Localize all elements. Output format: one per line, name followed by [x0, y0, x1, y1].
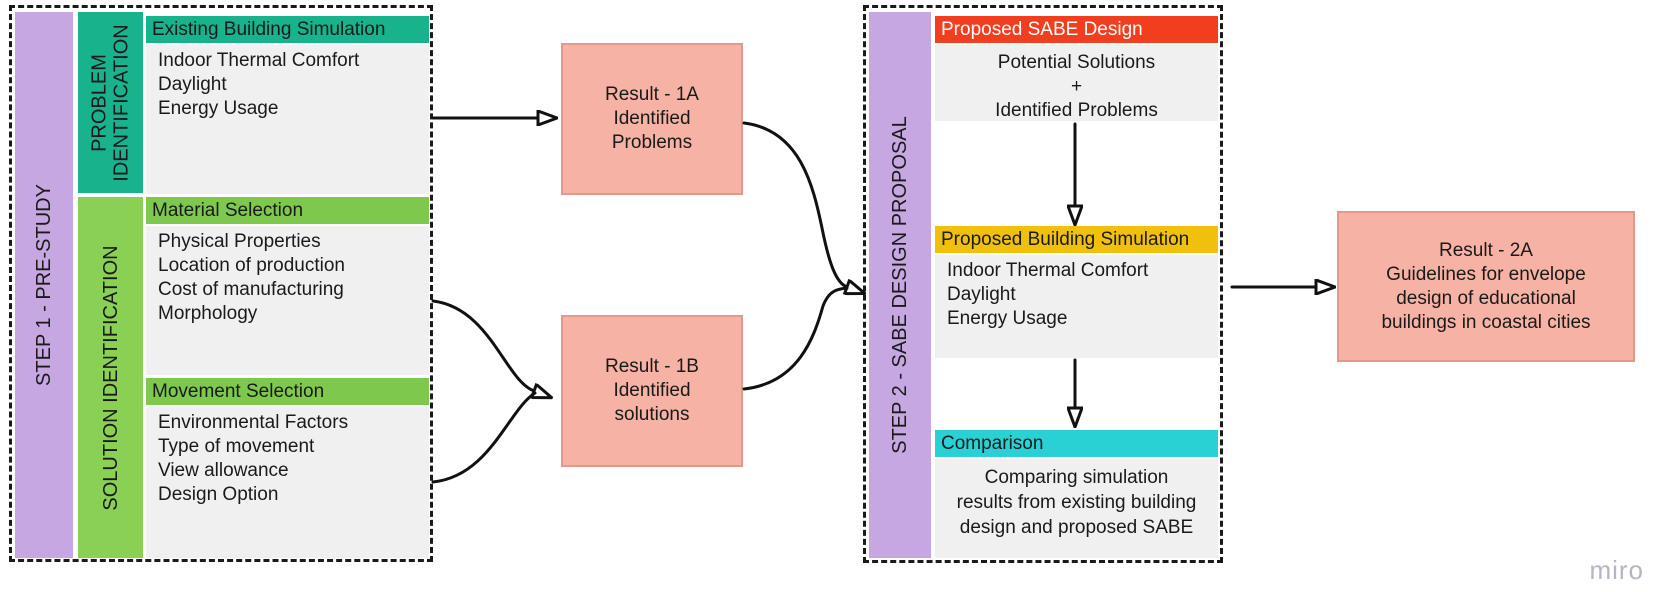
result-1a-title: Result - 1A — [605, 84, 699, 105]
list-item: Indoor Thermal Comfort — [947, 260, 1149, 281]
existing-building-simulation-items: Indoor Thermal Comfort Daylight Energy U… — [146, 45, 429, 194]
step1-bar: STEP 1 - PRE-STUDY — [15, 12, 73, 558]
result-1b-line: Identified — [613, 380, 691, 401]
list-item: Daylight — [947, 284, 1016, 305]
proposed-building-simulation-items: Indoor Thermal Comfort Daylight Energy U… — [935, 255, 1218, 358]
list-item: Environmental Factors — [158, 412, 349, 433]
existing-building-simulation-header: Existing Building Simulation — [146, 16, 429, 43]
list-item: Comparing simulation — [984, 467, 1169, 488]
list-item: Potential Solutions — [997, 52, 1156, 73]
arrow-material-to-result1b — [431, 299, 534, 391]
proposed-sabe-design-items: Potential Solutions + Identified Problem… — [935, 45, 1218, 121]
movement-selection-items: Environmental Factors Type of movement V… — [146, 407, 429, 558]
result-1a-line: Problems — [611, 132, 693, 153]
material-selection-items: Physical Properties Location of producti… — [146, 226, 429, 375]
arrow-result1b-to-step2 — [742, 286, 849, 391]
plus-sign: + — [1070, 76, 1083, 97]
proposed-building-simulation-header: Proposed Building Simulation — [935, 226, 1218, 253]
movement-selection-header: Movement Selection — [146, 378, 429, 405]
comparison-header: Comparison — [935, 430, 1218, 457]
step2-bar: STEP 2 - SABE DESIGN PROPOSAL — [869, 12, 931, 558]
list-item: design and proposed SABE — [959, 517, 1194, 538]
list-item: Identified Problems — [995, 100, 1158, 121]
list-item: Energy Usage — [158, 98, 279, 119]
list-item: View allowance — [158, 460, 289, 481]
result-1b-line: solutions — [614, 404, 690, 425]
material-selection-header: Material Selection — [146, 197, 429, 224]
result-2a-box: Result - 2A Guidelines for envelope desi… — [1337, 211, 1635, 362]
step1-label: STEP 1 - PRE-STUDY — [32, 184, 55, 386]
solution-identification-bar: SOLUTION IDENTIFICATION — [78, 197, 143, 558]
solution-identification-label: SOLUTION IDENTIFICATION — [99, 244, 122, 511]
list-item: Physical Properties — [158, 231, 321, 252]
arrow-movement-to-result1b — [431, 391, 537, 484]
list-item: Morphology — [158, 303, 258, 324]
proposed-sabe-design-header: Proposed SABE Design — [935, 16, 1218, 43]
list-item: Type of movement — [158, 436, 315, 457]
result-1b-box: Result - 1B Identified solutions — [561, 315, 743, 467]
miro-logo[interactable]: miro — [1589, 555, 1644, 585]
problem-identification-label: PROBLEM IDENTIFICATION — [88, 23, 133, 182]
comparison-items: Comparing simulation results from existi… — [935, 459, 1218, 558]
result-1a-box: Result - 1A Identified Problems — [561, 43, 743, 195]
result-1a-line: Identified — [613, 108, 691, 129]
result-1b-title: Result - 1B — [605, 356, 699, 377]
list-item: results from existing building — [956, 492, 1197, 513]
result-2a-line: buildings in coastal cities — [1381, 311, 1591, 333]
result-2a-line: design of educational — [1396, 287, 1576, 309]
list-item: Daylight — [158, 74, 227, 95]
list-item: Energy Usage — [947, 308, 1068, 329]
step1-container — [9, 5, 433, 562]
list-item: Indoor Thermal Comfort — [158, 50, 360, 71]
list-item: Cost of manufacturing — [158, 279, 344, 300]
result-2a-title: Result - 2A — [1439, 239, 1533, 261]
step2-label: STEP 2 - SABE DESIGN PROPOSAL — [888, 116, 911, 454]
result-2a-line: Guidelines for envelope — [1386, 263, 1586, 285]
problem-identification-bar: PROBLEM IDENTIFICATION — [78, 12, 143, 193]
list-item: Location of production — [158, 255, 345, 276]
list-item: Design Option — [158, 484, 279, 505]
arrow-result1a-to-step2 — [742, 121, 847, 287]
